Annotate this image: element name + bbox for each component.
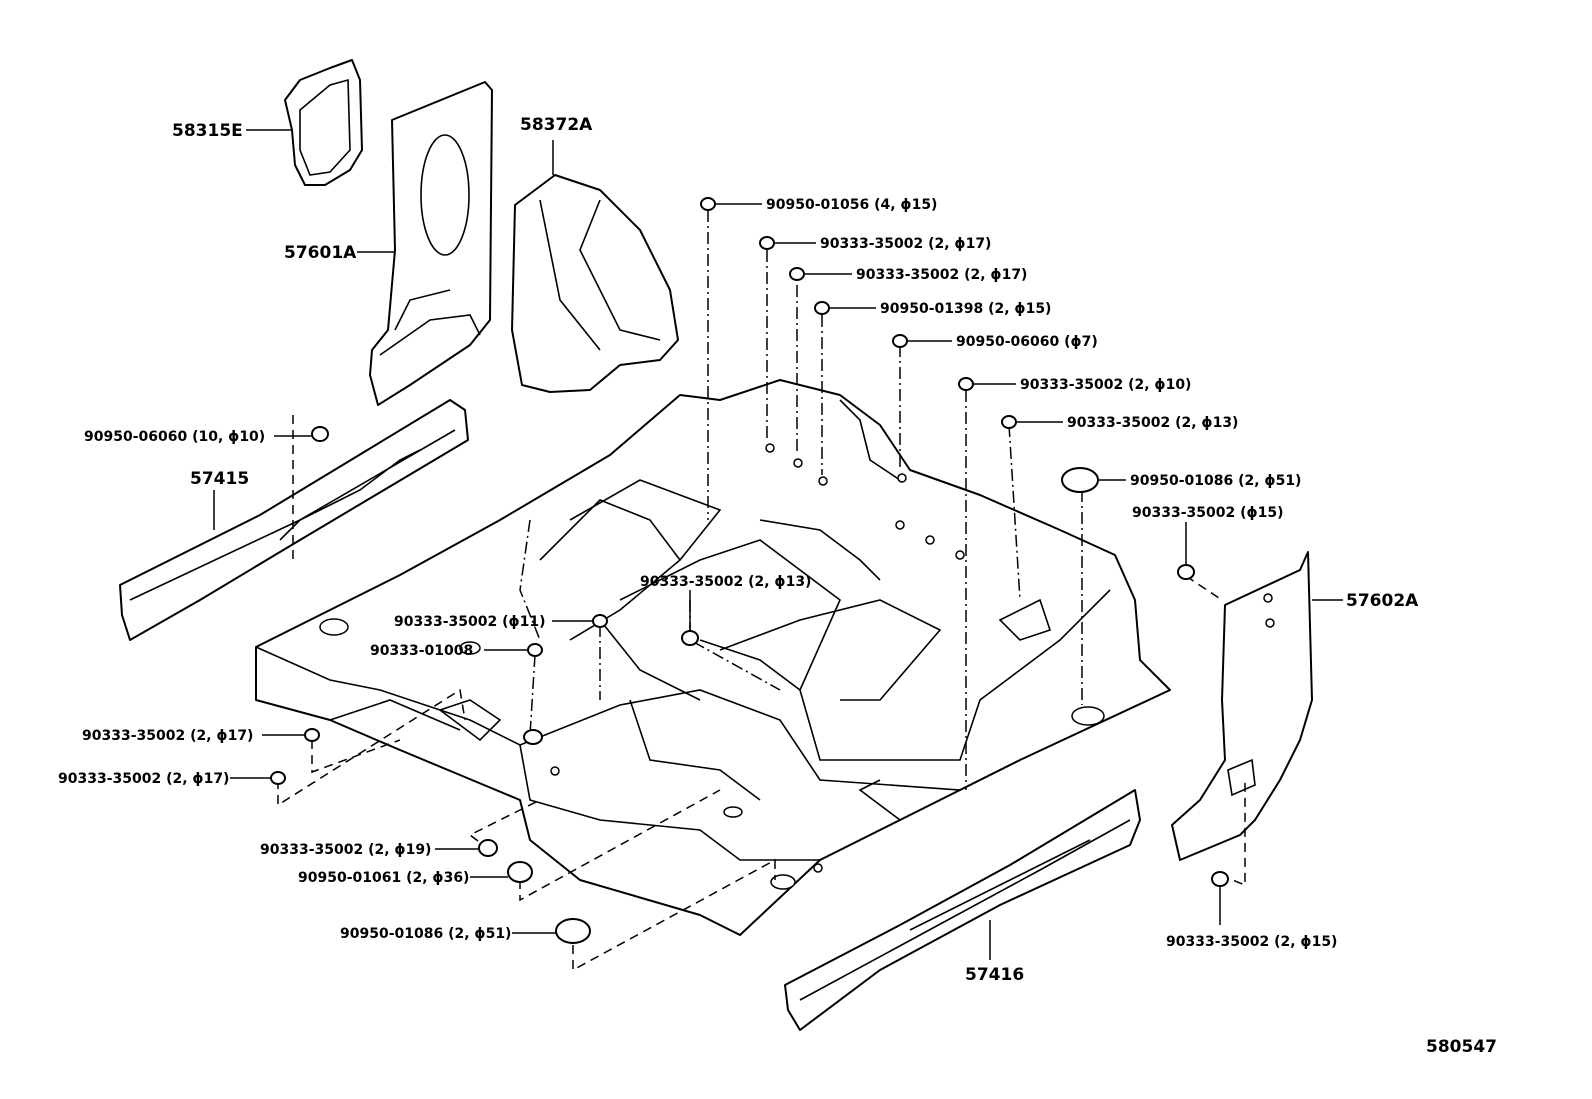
fastener-90950-01061: 90950-01061 (2, ϕ36) — [298, 861, 533, 886]
fastener-90333-35002-b: 90333-35002 (2, ϕ17) — [789, 267, 1027, 283]
fastener-90950-01086-b: 90950-01086 (2, ϕ51) — [340, 918, 591, 944]
label-f15: 90333-35002 (2, ϕ17) — [58, 771, 229, 787]
label-f17: 90950-01061 (2, ϕ36) — [298, 870, 469, 886]
label-57415: 57415 — [190, 469, 249, 489]
fastener-90333-35002-a: 90333-35002 (2, ϕ17) — [759, 236, 991, 252]
fastener-90333-35002-d: 90333-35002 (2, ϕ13) — [1001, 415, 1238, 431]
label-58315E: 58315E — [172, 121, 243, 141]
label-f19: 90333-35002 (2, ϕ15) — [1166, 934, 1337, 950]
label-57602A: 57602A — [1346, 591, 1419, 611]
label-f1: 90950-01056 (4, ϕ15) — [766, 197, 937, 213]
label-f5: 90950-06060 (ϕ7) — [956, 334, 1098, 350]
label-f11: 90333-35002 (2, ϕ13) — [640, 574, 811, 590]
fastener-90333-35002-h: 90333-35002 (2, ϕ17) — [82, 728, 320, 744]
label-f3: 90333-35002 (2, ϕ17) — [856, 267, 1027, 283]
label-f4: 90950-01398 (2, ϕ15) — [880, 301, 1051, 317]
fastener-90950-01086-a: 90950-01086 (2, ϕ51) — [1061, 467, 1301, 493]
label-f8: 90950-01086 (2, ϕ51) — [1130, 473, 1301, 489]
label-f9: 90333-35002 (ϕ15) — [1132, 505, 1284, 521]
fastener-90333-01008: 90333-01008 — [370, 643, 543, 745]
fastener-90333-35002-g: 90333-35002 (ϕ11) — [394, 614, 608, 630]
label-f14: 90333-35002 (2, ϕ17) — [82, 728, 253, 744]
fastener-90333-35002-c: 90333-35002 (2, ϕ10) — [958, 377, 1191, 393]
fastener-90950-01398: 90950-01398 (2, ϕ15) — [814, 301, 1051, 317]
fastener-90333-35002-i: 90333-35002 (2, ϕ17) — [58, 771, 286, 787]
label-f16: 90333-35002 (2, ϕ19) — [260, 842, 431, 858]
fastener-90950-06060-a: 90950-06060 (ϕ7) — [892, 334, 1098, 350]
label-f13: 90333-01008 — [370, 643, 473, 659]
label-58372A: 58372A — [520, 115, 593, 135]
part-57601A: 57601A — [284, 81, 493, 406]
fastener-90333-35002-f: 90333-35002 (2, ϕ13) — [640, 574, 811, 646]
label-f6: 90333-35002 (2, ϕ10) — [1020, 377, 1191, 393]
label-57416: 57416 — [965, 965, 1024, 985]
part-57602A: 57602A — [1171, 551, 1419, 861]
part-57416: 57416 — [784, 789, 1141, 1031]
part-57415: 57415 — [119, 399, 469, 641]
label-f7: 90333-35002 (2, ϕ13) — [1067, 415, 1238, 431]
fastener-90333-35002-j: 90333-35002 (2, ϕ19) — [260, 839, 498, 858]
floor-pan — [255, 379, 1171, 936]
fastener-90950-01056: 90950-01056 (4, ϕ15) — [700, 197, 937, 213]
label-f12: 90333-35002 (ϕ11) — [394, 614, 546, 630]
label-57601A: 57601A — [284, 243, 357, 263]
label-f2: 90333-35002 (2, ϕ17) — [820, 236, 991, 252]
part-58315E: 58315E — [172, 59, 363, 186]
fastener-90950-06060-b: 90950-06060 (10, ϕ10) — [84, 426, 329, 445]
fastener-90333-35002-k: 90333-35002 (2, ϕ15) — [1166, 871, 1337, 950]
label-f10: 90950-06060 (10, ϕ10) — [84, 429, 265, 445]
part-58372A: 58372A — [511, 115, 679, 393]
label-f18: 90950-01086 (2, ϕ51) — [340, 926, 511, 942]
fastener-90333-35002-e: 90333-35002 (ϕ15) — [1132, 505, 1284, 580]
figure-number: 580547 — [1426, 1037, 1497, 1057]
